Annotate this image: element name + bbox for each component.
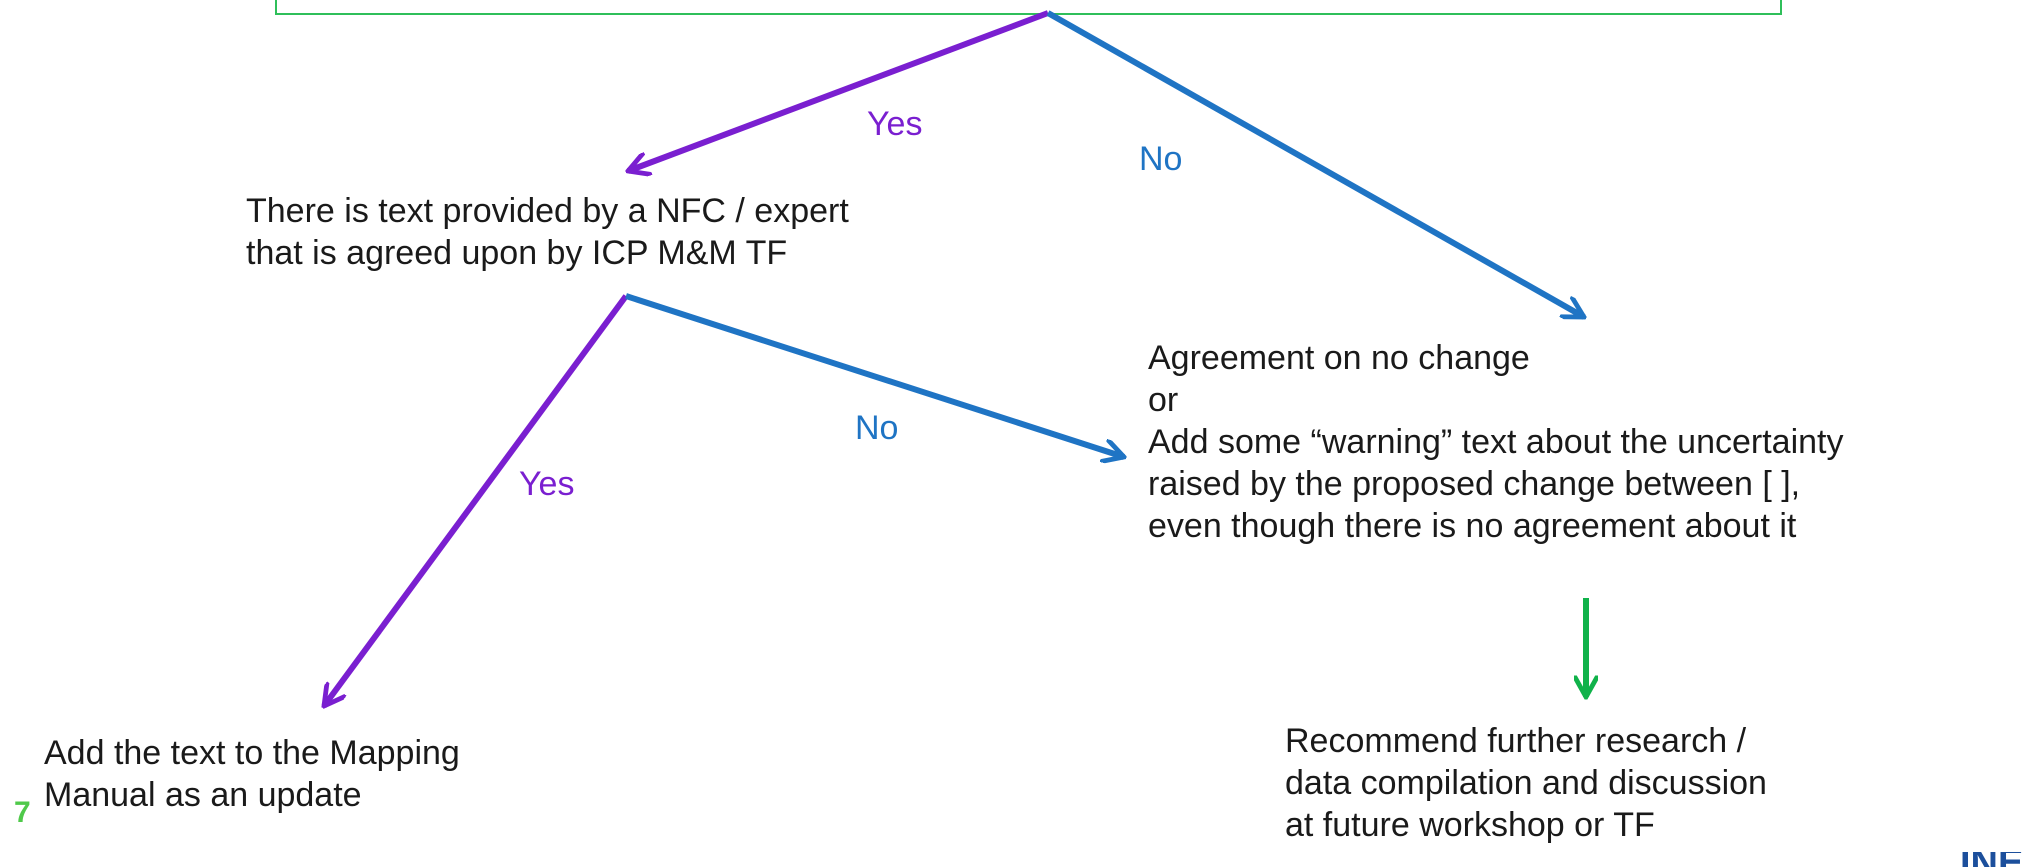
logo: INE (1960, 852, 2036, 867)
node-nfc-text: There is text provided by a NFC / expert… (246, 192, 849, 272)
no-arrow-top (1046, 10, 1584, 320)
top-question-box (275, 0, 1782, 15)
yes-arrow-mid (324, 294, 629, 706)
yes-label-top: Yes (867, 105, 923, 143)
no-arrow-mid (625, 293, 1124, 457)
node-add-text: Add the text to the Mapping Manual as an… (44, 734, 460, 814)
no-label-mid: No (855, 409, 899, 447)
node-agreement: Agreement on no change or Add some “warn… (1148, 339, 1844, 545)
yes-arrow-top (628, 10, 1050, 171)
no-label-top: No (1139, 140, 1183, 178)
page-number: 7 (14, 796, 31, 829)
node-recommend: Recommend further research / data compil… (1285, 722, 1767, 844)
yes-label-mid: Yes (519, 465, 575, 503)
